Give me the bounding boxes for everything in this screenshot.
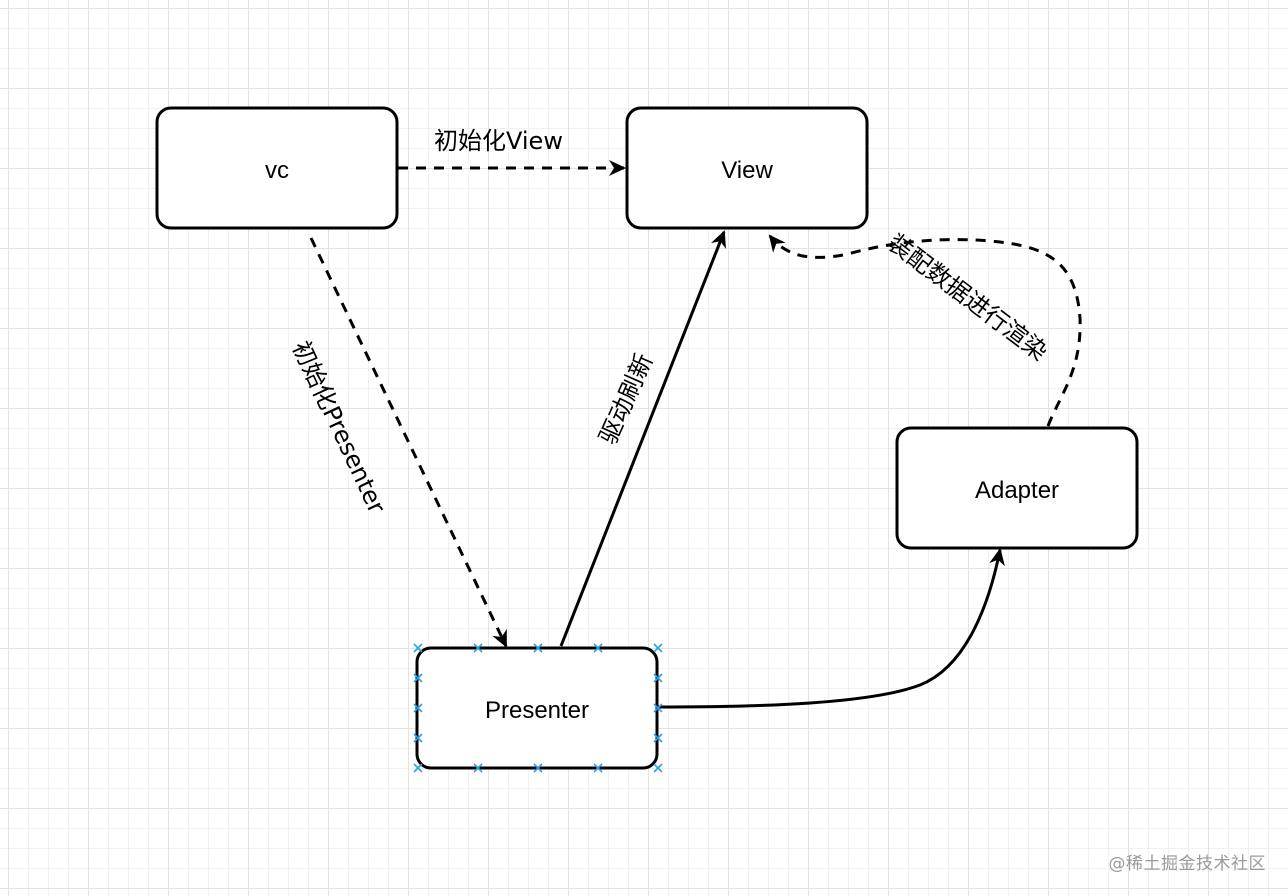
edge-label-init-presenter: 初始化Presenter: [287, 337, 391, 518]
edge-label-assemble-render: 装配数据进行渲染: [882, 228, 1052, 366]
selection-handle[interactable]: [653, 643, 663, 653]
selection-handle[interactable]: [593, 763, 603, 773]
selection-handle[interactable]: [413, 763, 423, 773]
selection-handle[interactable]: [413, 673, 423, 683]
selection-handle[interactable]: [653, 763, 663, 773]
selection-handles[interactable]: [413, 643, 663, 773]
node-view[interactable]: View: [625, 106, 869, 230]
edge-adapter-to-view[interactable]: [768, 234, 1082, 427]
edge-presenter-to-adapter[interactable]: [657, 548, 1005, 709]
selection-handle[interactable]: [533, 763, 543, 773]
edge-presenter-to-view[interactable]: [559, 230, 726, 647]
selection-handle[interactable]: [533, 643, 543, 653]
selection-handle[interactable]: [473, 643, 483, 653]
selection-handle[interactable]: [413, 643, 423, 653]
node-presenter[interactable]: Presenter: [415, 646, 659, 770]
watermark: @稀土掘金技术社区: [1108, 854, 1266, 874]
edge-vc-to-presenter[interactable]: [309, 237, 508, 648]
edge-label-init-view: 初始化View: [434, 127, 563, 155]
selection-handle[interactable]: [413, 733, 423, 743]
node-vc[interactable]: vc: [155, 106, 399, 230]
node-adapter-label: Adapter: [975, 477, 1059, 504]
selection-handle[interactable]: [413, 703, 423, 713]
selection-handle[interactable]: [593, 643, 603, 653]
node-adapter[interactable]: Adapter: [895, 426, 1139, 550]
selection-handle[interactable]: [473, 763, 483, 773]
node-presenter-label: Presenter: [485, 697, 589, 724]
node-view-label: View: [721, 157, 773, 184]
selection-handle[interactable]: [653, 673, 663, 683]
selection-handle[interactable]: [653, 703, 663, 713]
node-vc-label: vc: [265, 157, 289, 184]
edge-label-drive-refresh: 驱动刷新: [594, 349, 659, 448]
selection-handle[interactable]: [653, 733, 663, 743]
